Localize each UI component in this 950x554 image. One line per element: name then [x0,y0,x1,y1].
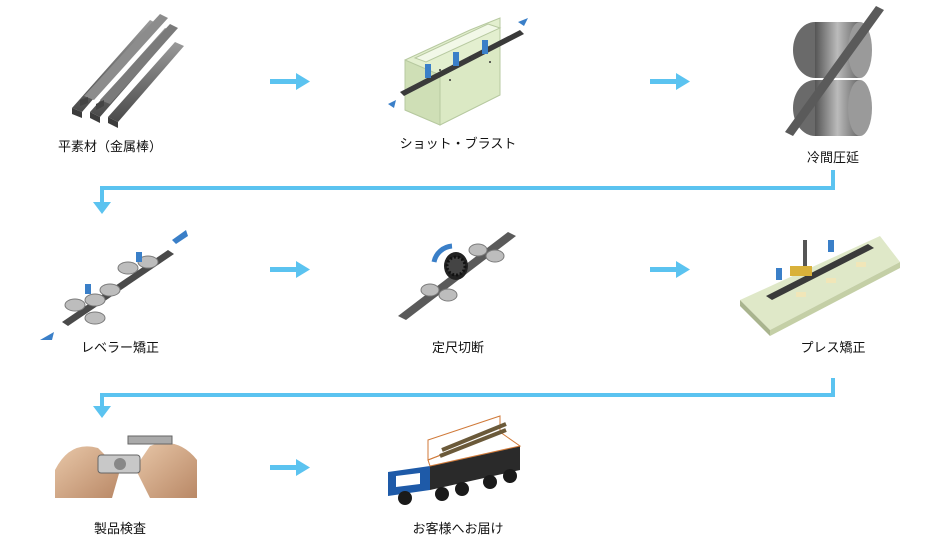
flow-arrow-icon [650,261,690,278]
step-label-press: プレス矯正 [800,341,866,356]
step-label-flat-bar: 平素材（金属棒） [57,140,163,155]
step-label-shot-blast: ショット・ブラスト [399,137,517,152]
flow-arrow-icon [650,73,690,90]
inspection-photo [55,422,197,498]
row1-to-row2-connector [93,170,835,214]
step-label-inspection: 製品検査 [93,522,147,537]
step-label-delivery: お客様へお届け [412,522,504,537]
cold-rolling-illustration [785,6,884,136]
row2-to-row3-connector [93,378,835,418]
leveller-illustration [40,230,188,340]
flat-bar-stock-illustration [72,14,184,128]
step-label-cold-rolling: 冷間圧延 [806,151,860,166]
press-straightening-illustration [740,236,900,336]
delivery-truck-illustration [388,415,522,505]
flow-arrow-icon [270,73,310,90]
shot-blast-illustration [388,17,528,126]
flow-arrow-icon [270,459,310,476]
flow-arrow-icon [270,261,310,278]
cutting-illustration [398,232,516,320]
step-label-leveller: レベラー矯正 [80,341,160,356]
step-label-cutting: 定尺切断 [431,341,485,356]
